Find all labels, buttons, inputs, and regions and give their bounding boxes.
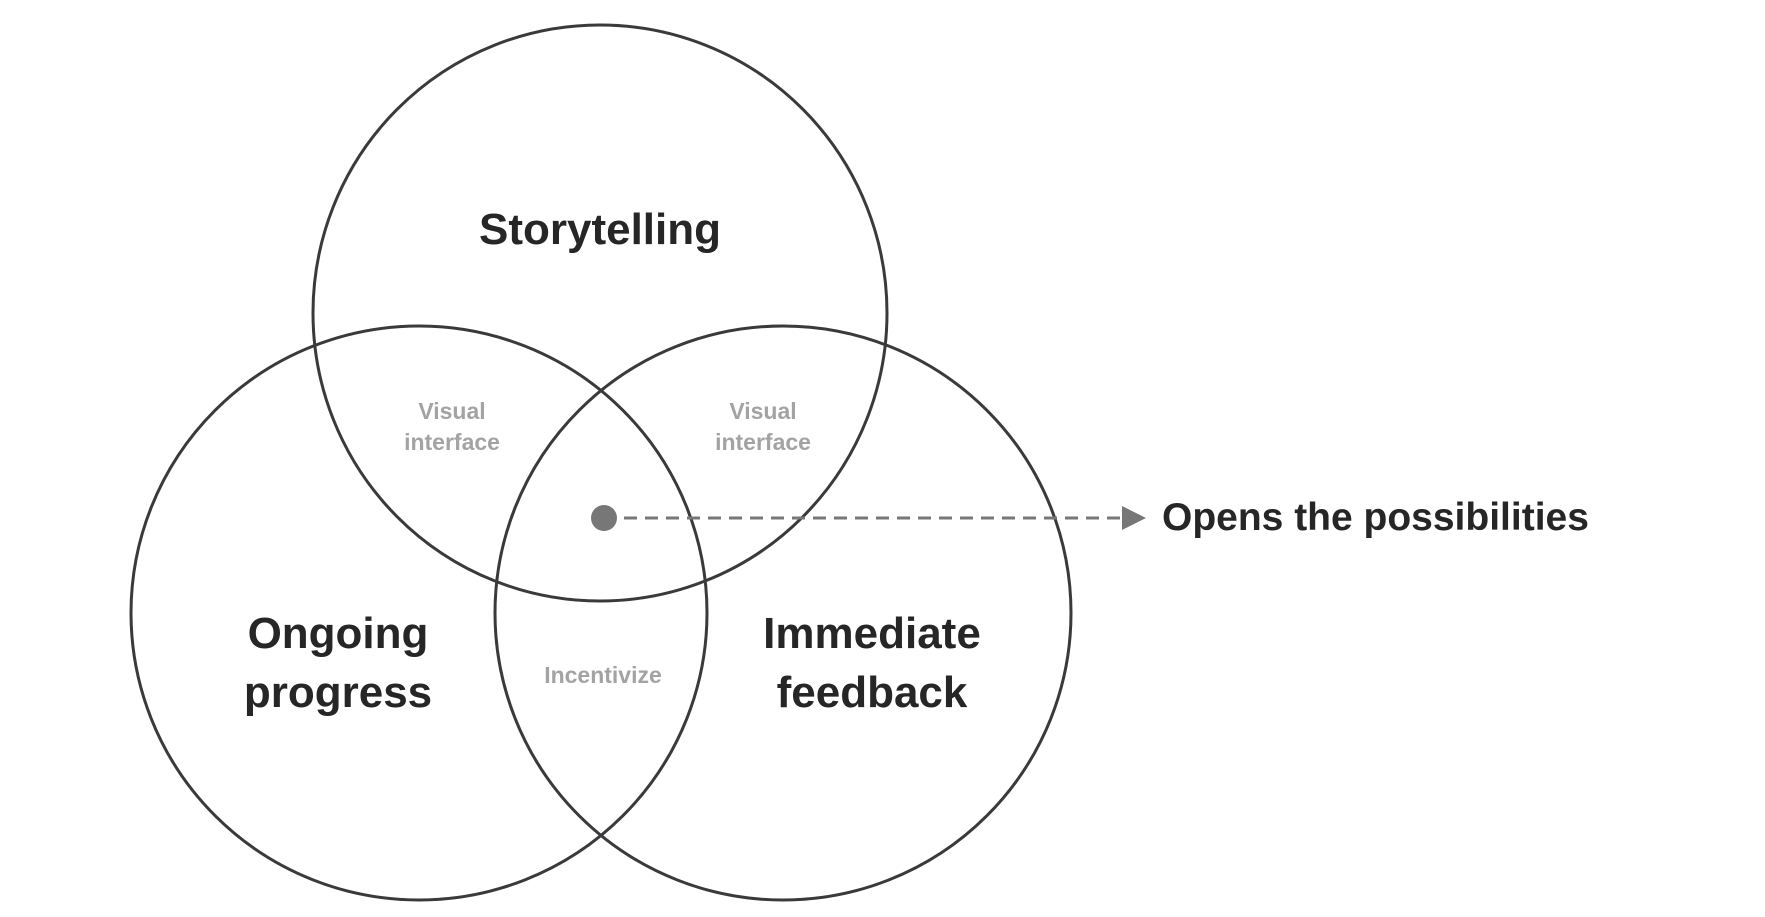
immediate-feedback-label-line2: feedback [777,668,968,717]
immediate-feedback-circle [493,324,1073,902]
overlap-top-left-label-line1: Visual [418,398,485,424]
ongoing-progress-circle [129,324,709,902]
ongoing-progress-label-line2: progress [244,668,432,717]
arrowhead-icon [1122,506,1146,530]
storytelling-label: Storytelling [479,205,721,254]
storytelling-circle [311,23,889,603]
immediate-feedback-label-line1: Immediate [763,609,981,658]
overlap-top-right-label-line2: interface [715,429,811,455]
overlap-top-right-label-line1: Visual [729,398,796,424]
callout-label: Opens the possibilities [1162,496,1589,539]
center-point-dot [591,505,617,531]
ongoing-progress-label-line1: Ongoing [248,609,429,658]
overlap-top-left-label-line2: interface [404,429,500,455]
overlap-bottom-label: Incentivize [544,662,662,688]
